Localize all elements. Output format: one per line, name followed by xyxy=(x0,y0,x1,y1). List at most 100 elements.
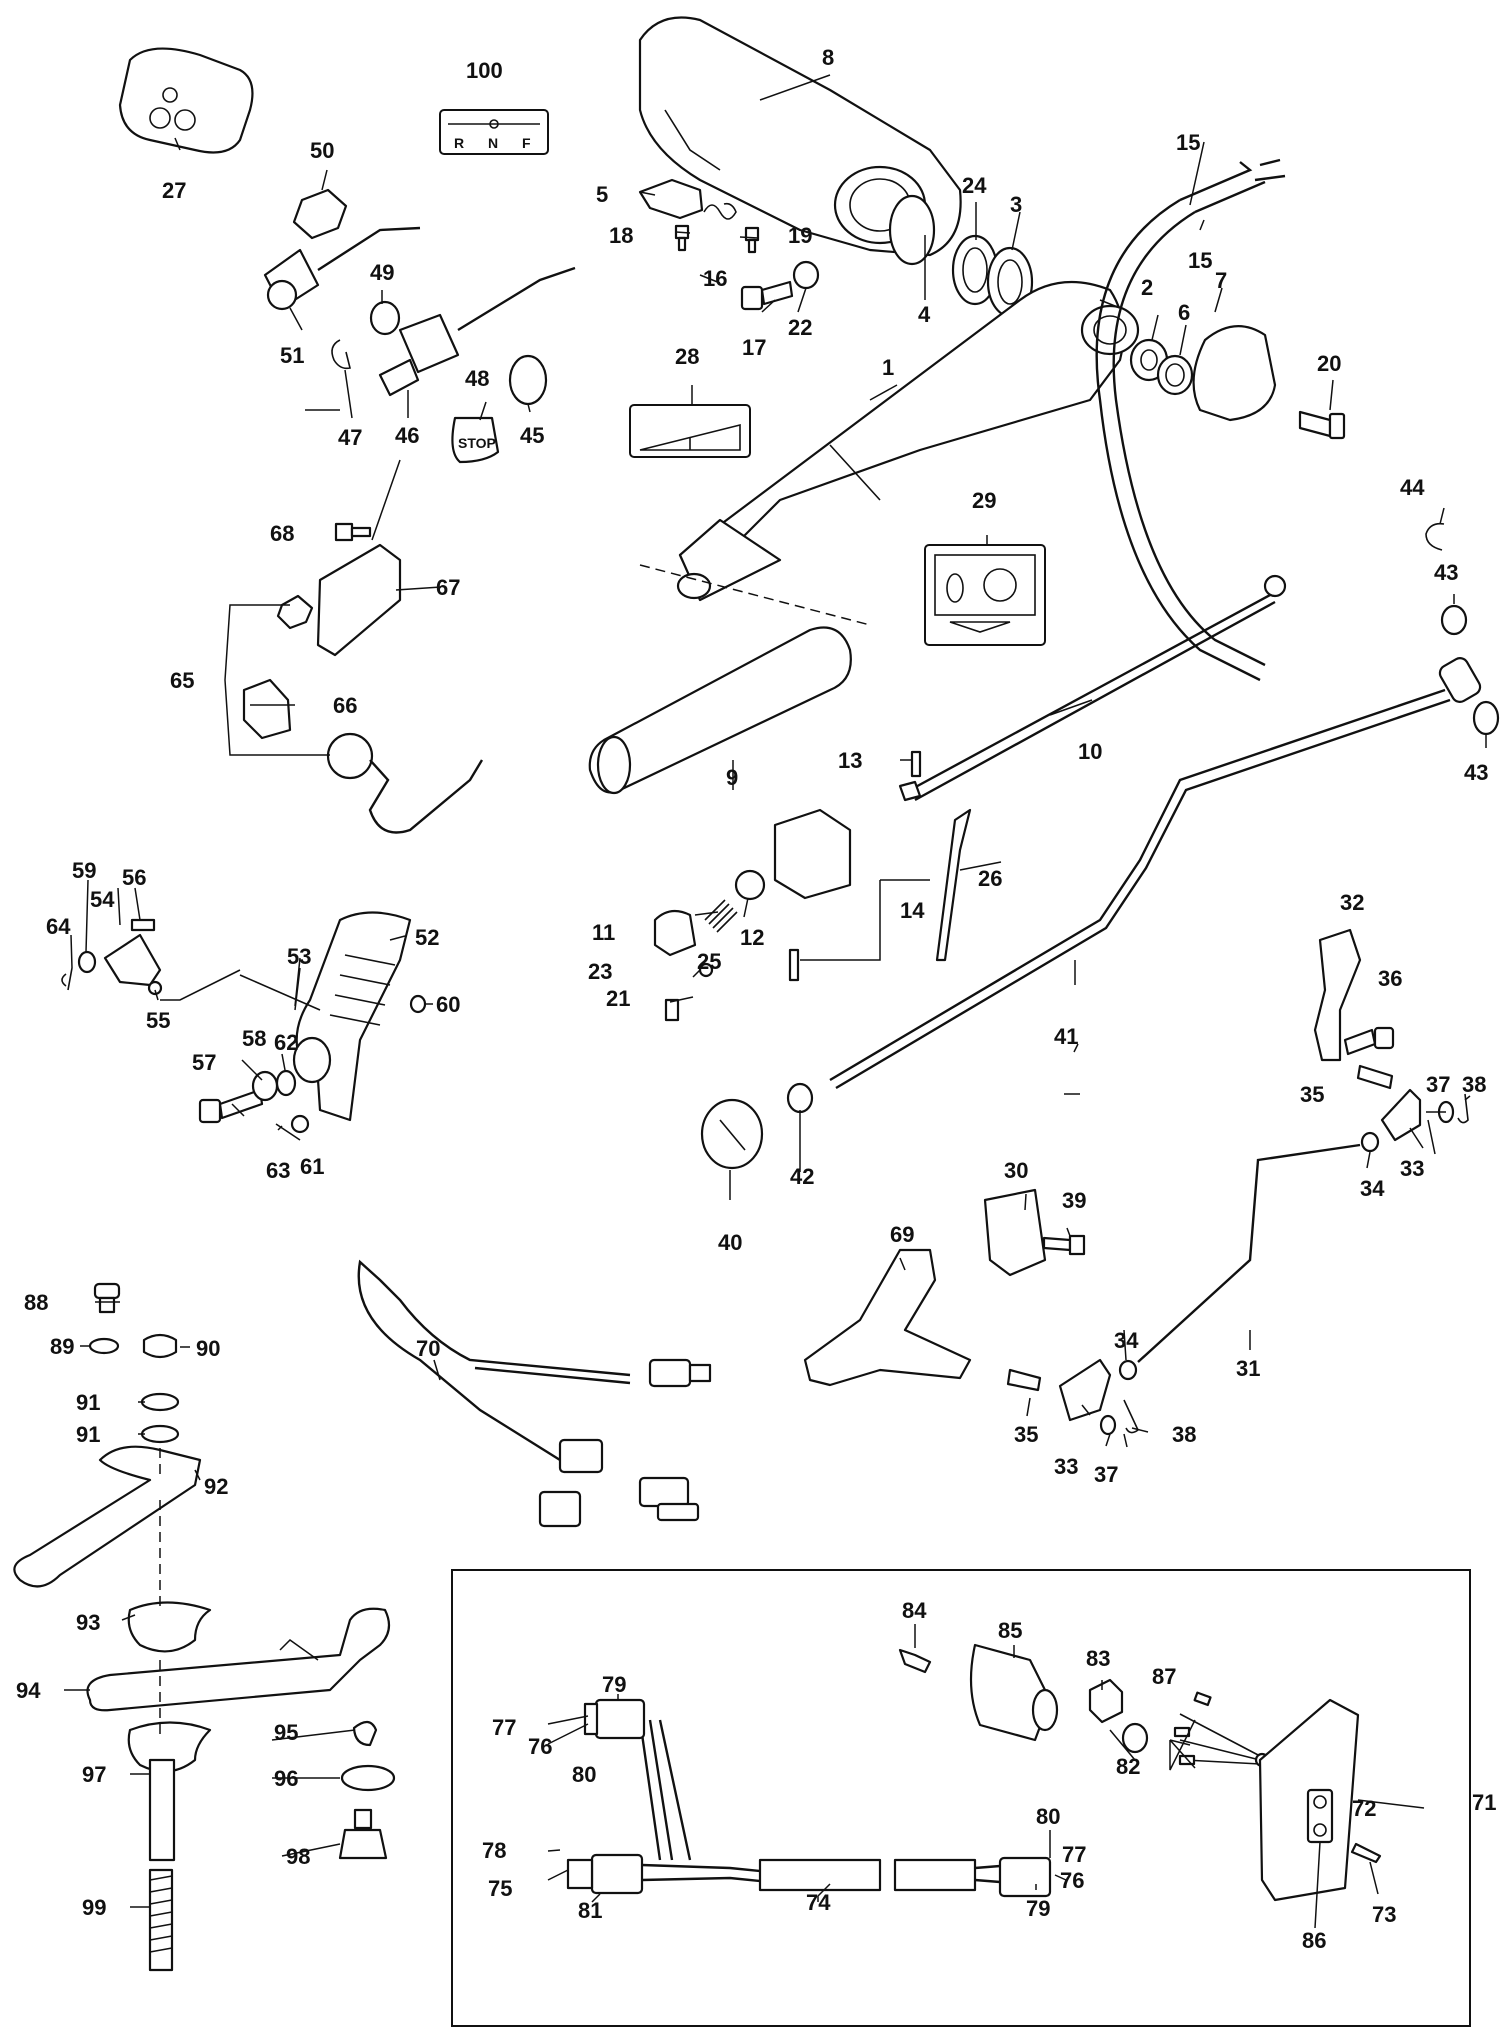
callout-58: 58 xyxy=(242,1026,266,1051)
callout-4: 4 xyxy=(918,302,931,327)
part-45-grommet-drawing xyxy=(508,354,548,406)
part-26-tie-drawing xyxy=(935,808,972,962)
part-21-screw-drawing xyxy=(664,998,680,1022)
part-36-bolt-drawing xyxy=(1343,1026,1395,1056)
callout-81: 81 xyxy=(578,1898,602,1923)
callout-9: 9 xyxy=(726,765,738,790)
callout-68: 68 xyxy=(270,521,294,546)
callout-37-lower: 37 xyxy=(1094,1462,1118,1487)
part-63-pin-drawing xyxy=(275,1123,301,1141)
part-100-decal-drawing: R N F xyxy=(439,109,549,155)
callout-63: 63 xyxy=(266,1158,290,1183)
callout-28: 28 xyxy=(675,344,699,369)
part-53-rod-drawing xyxy=(239,974,321,1011)
callout-87: 87 xyxy=(1152,1664,1176,1689)
part-65-nut-drawing xyxy=(276,594,314,630)
callout-48: 48 xyxy=(465,366,489,391)
callout-21: 21 xyxy=(606,986,630,1011)
callout-70: 70 xyxy=(416,1336,440,1361)
part-32-arm-drawing xyxy=(1313,928,1362,1062)
part-52-lever-drawing xyxy=(292,911,412,1122)
callout-53: 53 xyxy=(287,944,311,969)
part-49-washer-drawing xyxy=(369,300,401,336)
part-40-knob-drawing xyxy=(700,1098,764,1170)
part-17-bolt-drawing xyxy=(740,280,794,311)
callout-54: 54 xyxy=(90,887,115,912)
part-6-washer-drawing xyxy=(1156,354,1194,396)
callout-47: 47 xyxy=(338,425,362,450)
part-39-bolt-drawing xyxy=(1042,1234,1086,1256)
callout-31: 31 xyxy=(1236,1356,1260,1381)
part-53-link-drawing xyxy=(160,969,241,1001)
callout-46: 46 xyxy=(395,423,419,448)
decal-100-r: R xyxy=(454,135,464,151)
part-7-cap-drawing xyxy=(1192,325,1277,422)
callout-76-left: 76 xyxy=(528,1734,552,1759)
part-48-stop-key-drawing: STOP xyxy=(451,416,500,464)
part-60-washer-drawing xyxy=(409,994,427,1014)
part-25-spring-drawing xyxy=(704,899,738,933)
callout-32: 32 xyxy=(1340,890,1364,915)
part-97-shaft-plate-drawing xyxy=(127,1721,212,1773)
part-8-bracket-drawing xyxy=(638,16,962,266)
part-28-decal-drawing xyxy=(629,404,751,458)
part-96-washer-drawing xyxy=(340,1764,396,1792)
callout-76-right: 76 xyxy=(1060,1868,1084,1893)
part-29-decal-drawing xyxy=(924,544,1046,646)
callout-90: 90 xyxy=(196,1336,220,1361)
part-43-washer-lower-drawing xyxy=(1472,700,1500,736)
callout-26: 26 xyxy=(978,866,1002,891)
callout-55: 55 xyxy=(146,1008,170,1033)
callout-33-upper: 33 xyxy=(1400,1156,1424,1181)
callout-36: 36 xyxy=(1378,966,1402,991)
callout-10: 10 xyxy=(1078,739,1102,764)
part-69-bracket-drawing xyxy=(803,1248,972,1387)
part-97-shaft-drawing xyxy=(148,1758,176,1862)
part-95-cam-drawing xyxy=(352,1720,378,1747)
callout-56: 56 xyxy=(122,865,146,890)
callout-43-upper: 43 xyxy=(1434,560,1458,585)
callout-17: 17 xyxy=(742,335,766,360)
part-18-screw-drawing xyxy=(674,224,690,252)
callout-91-upper: 91 xyxy=(76,1390,100,1415)
part-42-nut-drawing xyxy=(786,1082,814,1114)
part-56-bolt-drawing xyxy=(130,918,156,932)
callout-85: 85 xyxy=(998,1618,1022,1643)
part-94-plate-drawing xyxy=(86,1607,391,1712)
decal-100-n: N xyxy=(488,135,498,151)
callout-11: 11 xyxy=(592,920,615,945)
callout-72: 72 xyxy=(1352,1796,1376,1821)
callout-15-lower: 15 xyxy=(1188,248,1212,273)
kit-71-frame xyxy=(451,1569,1471,2027)
callout-62: 62 xyxy=(274,1030,298,1055)
part-35-bolt-upper-drawing xyxy=(1356,1064,1394,1090)
callout-83: 83 xyxy=(1086,1646,1110,1671)
part-55-nut-drawing xyxy=(147,980,163,996)
part-41-link-drawing xyxy=(829,657,1482,1090)
callout-19: 19 xyxy=(788,223,812,248)
callout-59: 59 xyxy=(72,858,96,883)
part-87-terminals-drawing xyxy=(1173,1691,1270,1768)
callout-14: 14 xyxy=(900,898,925,923)
callout-80-right: 80 xyxy=(1036,1804,1060,1829)
part-57-bolt-drawing xyxy=(198,1088,264,1124)
callout-38-lower: 38 xyxy=(1172,1422,1196,1447)
callout-73: 73 xyxy=(1372,1902,1396,1927)
decal-100-f: F xyxy=(522,135,531,151)
callout-96: 96 xyxy=(274,1766,298,1791)
part-31-link-drawing xyxy=(1137,1143,1361,1363)
part-84-fuse-drawing xyxy=(898,1648,932,1674)
part-34-nut-lower-drawing xyxy=(1118,1359,1138,1381)
callout-20: 20 xyxy=(1317,351,1341,376)
part-43-washer-upper-drawing xyxy=(1440,604,1468,636)
part-14-block-drawing xyxy=(773,808,852,982)
part-12-ring-drawing xyxy=(734,869,766,901)
callout-84: 84 xyxy=(902,1598,927,1623)
callout-99: 99 xyxy=(82,1895,106,1920)
part-89-washer-drawing xyxy=(88,1337,120,1355)
callout-94: 94 xyxy=(16,1678,41,1703)
callout-79-left: 79 xyxy=(602,1672,626,1697)
leader-lines xyxy=(64,74,1487,1929)
part-65-sensor-drawing xyxy=(326,732,484,834)
